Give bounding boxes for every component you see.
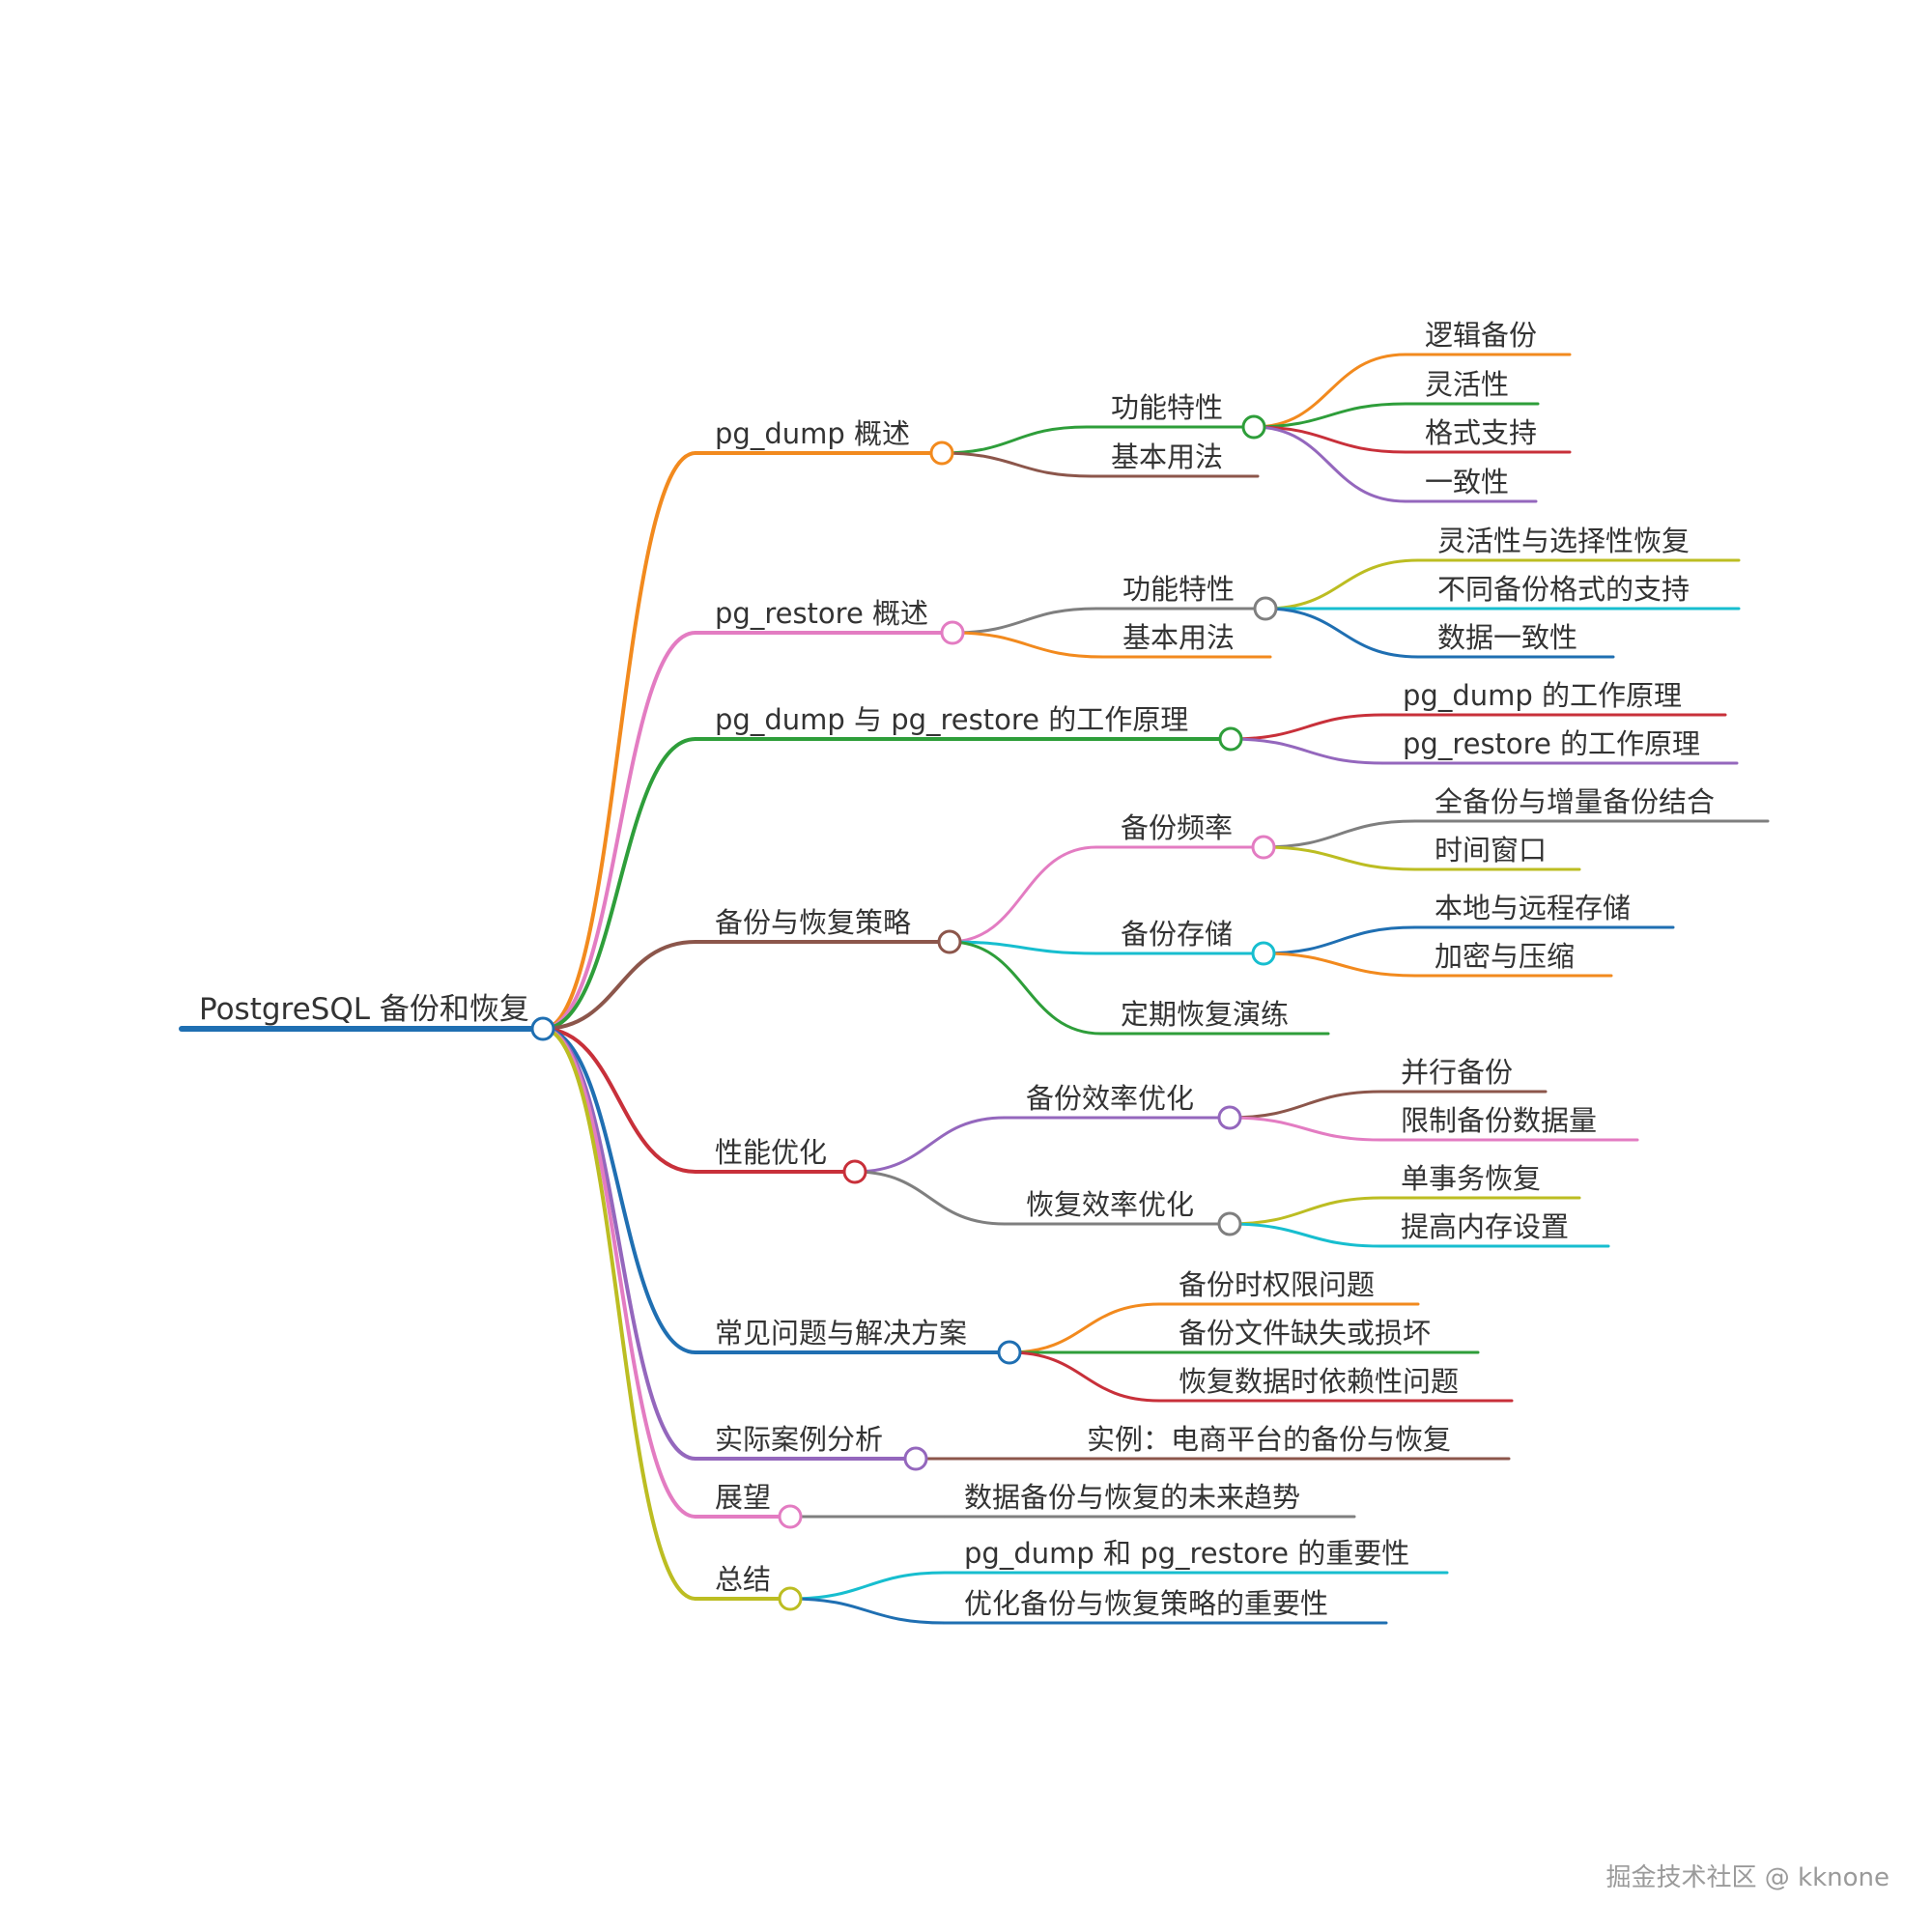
branch-connector: [541, 1027, 697, 1461]
subtopic-node-dot[interactable]: [1253, 596, 1278, 621]
subtopic-node-dot[interactable]: [1241, 414, 1266, 440]
branch-topic: 展望: [715, 1481, 771, 1514]
subtopic-connector: [948, 940, 1103, 1036]
leaf-connector: [1262, 952, 1417, 978]
leaf-topic: 不同备份格式的支持: [1437, 573, 1690, 606]
subtopic-connector: [1008, 1302, 1161, 1354]
subtopic: 基本用法: [1122, 621, 1235, 654]
leaf-connector: [1262, 845, 1417, 871]
leaf-topic: 单事务恢复: [1401, 1162, 1541, 1195]
subtopic: 功能特性: [1122, 573, 1235, 606]
branch-topic: 实际案例分析: [715, 1423, 883, 1456]
subtopic: pg_restore 的工作原理: [1403, 727, 1700, 760]
branch-node-dot[interactable]: [903, 1446, 928, 1471]
leaf-topic: 数据一致性: [1437, 621, 1577, 654]
subtopic-connector: [948, 940, 1098, 955]
root-node-dot[interactable]: [530, 1016, 555, 1041]
subtopic-connector: [951, 607, 1098, 635]
leaf-topic: 限制备份数据量: [1401, 1104, 1597, 1137]
branch-topic: pg_dump 概述: [715, 417, 910, 450]
subtopic: 优化备份与恢复策略的重要性: [964, 1587, 1328, 1620]
subtopic-node-dot[interactable]: [1251, 941, 1276, 966]
leaf-connector: [1252, 425, 1407, 503]
branch-node-dot[interactable]: [940, 620, 965, 645]
subtopic: 数据备份与恢复的未来趋势: [964, 1481, 1300, 1514]
subtopic: 实例：电商平台的备份与恢复: [1087, 1423, 1451, 1456]
watermark: 掘金技术社区 @ kknone: [1605, 1863, 1889, 1892]
subtopic: pg_dump 的工作原理: [1403, 679, 1682, 712]
leaf-topic: 一致性: [1425, 466, 1509, 498]
leaf-connector: [1262, 819, 1417, 849]
leaf-topic: 格式支持: [1425, 416, 1537, 449]
branch-topic: 备份与恢复策略: [715, 906, 911, 939]
subtopic-connector: [948, 845, 1098, 944]
branch-connector: [541, 1027, 697, 1601]
branch-connector: [541, 451, 697, 1031]
leaf-topic: 并行备份: [1401, 1056, 1513, 1089]
subtopic-connector: [940, 425, 1089, 455]
subtopic: 定期恢复演练: [1121, 998, 1289, 1031]
branch-connector: [541, 631, 697, 1031]
subtopic-node-dot[interactable]: [1217, 1105, 1242, 1130]
subtopic: 恢复数据时依赖性问题: [1179, 1365, 1459, 1398]
subtopic: 功能特性: [1111, 391, 1223, 424]
subtopic: 基本用法: [1111, 440, 1223, 473]
subtopic-connector: [1229, 737, 1385, 765]
subtopic: 备份时权限问题: [1179, 1268, 1375, 1301]
branch-topic: 常见问题与解决方案: [715, 1317, 967, 1350]
subtopic-node-dot[interactable]: [1217, 1211, 1242, 1236]
subtopic: 备份存储: [1121, 918, 1233, 951]
subtopic: 备份效率优化: [1026, 1082, 1194, 1115]
leaf-topic: 加密与压缩: [1435, 940, 1575, 973]
subtopic-connector: [788, 1597, 947, 1625]
subtopic-connector: [788, 1571, 947, 1601]
branch-node-dot[interactable]: [929, 440, 954, 466]
subtopic-connector: [940, 451, 1094, 478]
branch-node-dot[interactable]: [937, 929, 962, 954]
branch-connector: [541, 1027, 697, 1174]
leaf-connector: [1228, 1116, 1383, 1142]
subtopic: 备份文件缺失或损坏: [1179, 1317, 1431, 1350]
subtopic-connector: [951, 631, 1105, 659]
leaf-topic: 灵活性: [1425, 368, 1509, 401]
subtopic: 备份频率: [1121, 811, 1233, 844]
leaf-connector: [1264, 607, 1420, 659]
branch-connector: [541, 737, 697, 1031]
branch-node-dot[interactable]: [778, 1504, 803, 1529]
branch-connector: [541, 1027, 697, 1354]
leaf-topic: 提高内存设置: [1401, 1210, 1569, 1243]
branch-node-dot[interactable]: [997, 1340, 1022, 1365]
leaf-connector: [1228, 1222, 1383, 1248]
subtopic-connector: [853, 1170, 1007, 1226]
branch-node-dot[interactable]: [778, 1586, 803, 1611]
branch-connector: [541, 940, 697, 1031]
branch-topic: pg_dump 与 pg_restore 的工作原理: [715, 703, 1188, 736]
subtopic-connector: [1229, 713, 1385, 741]
subtopic-connector: [853, 1116, 1007, 1174]
subtopic: 恢复效率优化: [1026, 1188, 1194, 1221]
leaf-connector: [1252, 402, 1407, 429]
subtopic-connector: [1008, 1350, 1161, 1403]
root-topic: PostgreSQL 备份和恢复: [199, 992, 529, 1027]
leaf-connector: [1252, 425, 1407, 454]
branch-topic: 性能优化: [715, 1136, 827, 1169]
leaf-topic: 全备份与增量备份结合: [1435, 785, 1715, 818]
leaf-connector: [1228, 1196, 1383, 1226]
leaf-connector: [1228, 1090, 1383, 1120]
leaf-connector: [1262, 925, 1417, 955]
subtopic: pg_dump 和 pg_restore 的重要性: [964, 1537, 1409, 1570]
leaf-connector: [1252, 353, 1407, 429]
branch-node-dot[interactable]: [842, 1159, 867, 1184]
leaf-topic: 灵活性与选择性恢复: [1437, 525, 1690, 557]
leaf-topic: 本地与远程存储: [1435, 892, 1631, 924]
leaf-topic: 时间窗口: [1435, 834, 1547, 867]
leaf-connector: [1264, 558, 1420, 611]
branch-node-dot[interactable]: [1218, 726, 1243, 752]
subtopic-node-dot[interactable]: [1251, 835, 1276, 860]
branch-topic: 总结: [715, 1563, 771, 1596]
branch-topic: pg_restore 概述: [715, 597, 928, 630]
leaf-topic: 逻辑备份: [1425, 319, 1537, 352]
